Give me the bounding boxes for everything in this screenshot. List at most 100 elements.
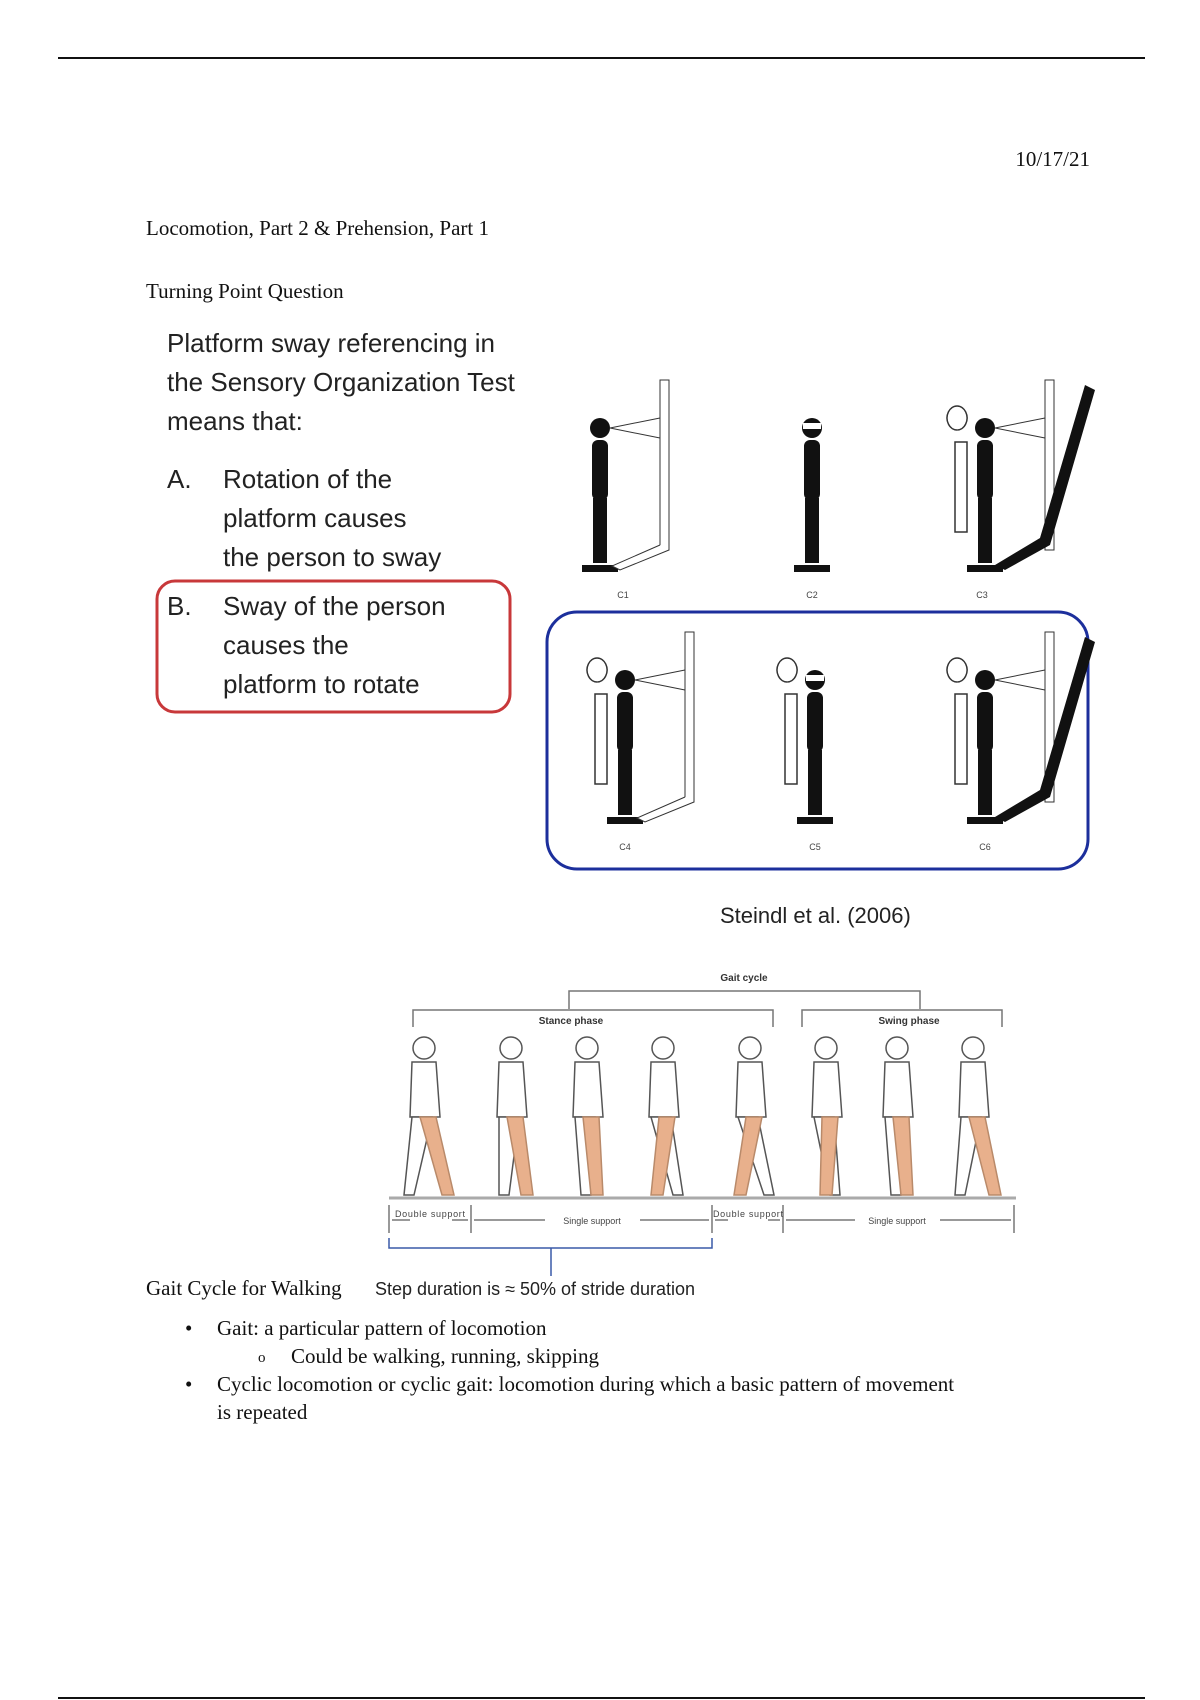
condition-label: C6 xyxy=(979,842,991,852)
walking-figure xyxy=(811,1036,843,1196)
support-label: Single support xyxy=(563,1216,621,1226)
blindfold-icon xyxy=(803,423,821,429)
gait-cycle-figure: Gait cycle Stance phase Swing phase Doub… xyxy=(375,973,1016,1299)
swing-bracket xyxy=(801,1009,1003,1027)
figure-head xyxy=(961,1036,985,1060)
figure-torso xyxy=(735,1061,767,1118)
condition-figure xyxy=(946,379,1095,572)
option-a-line: the person to sway xyxy=(223,542,441,572)
person-torso xyxy=(592,440,608,500)
visual-surround xyxy=(659,379,670,551)
visual-cone xyxy=(994,669,1046,691)
walking-figure xyxy=(733,1036,775,1196)
sway-referenced-group-box xyxy=(545,610,1090,871)
condition-label: C4 xyxy=(619,842,631,852)
condition-label: C3 xyxy=(976,590,988,600)
gait-cycle-label: Gait cycle xyxy=(720,973,768,984)
sub-bullet-icon: o xyxy=(258,1350,266,1366)
condition-label: C2 xyxy=(806,590,818,600)
walking-figure xyxy=(572,1036,604,1196)
figure-torso xyxy=(811,1061,843,1118)
option-b-line: Sway of the person xyxy=(223,591,446,621)
visual-surround xyxy=(1044,631,1055,803)
figure-highlighted-leg xyxy=(892,1116,914,1196)
stance-label: Stance phase xyxy=(539,1016,604,1027)
figure-torso xyxy=(496,1061,528,1118)
reference-silhouette xyxy=(776,657,798,785)
person-head xyxy=(975,418,995,438)
figure-head xyxy=(575,1036,599,1060)
question-slide: Platform sway referencing in the Sensory… xyxy=(155,328,1095,928)
support-label: Single support xyxy=(868,1216,926,1226)
option-b-letter: B. xyxy=(167,591,192,621)
option-b-line: causes the xyxy=(223,630,349,660)
platform xyxy=(794,565,830,572)
condition-figure xyxy=(794,418,830,572)
person-legs xyxy=(593,498,607,563)
person-torso xyxy=(804,440,820,500)
correct-answer-highlight xyxy=(155,579,512,714)
person-legs xyxy=(618,750,632,815)
option-a-line: Rotation of the xyxy=(223,464,392,494)
citation: Steindl et al. (2006) xyxy=(720,903,911,928)
condition-figure xyxy=(586,631,695,824)
person-head xyxy=(975,670,995,690)
visual-cone xyxy=(994,417,1046,439)
figure-highlighted-leg xyxy=(650,1116,676,1196)
sway-surround xyxy=(995,637,1095,822)
person-head xyxy=(590,418,610,438)
question-line: means that: xyxy=(167,406,303,436)
swing-label: Swing phase xyxy=(878,1016,940,1027)
figure-head xyxy=(412,1036,436,1060)
person-torso xyxy=(977,440,993,500)
figure-torso xyxy=(572,1061,604,1118)
condition-label: C5 xyxy=(809,842,821,852)
figure-head xyxy=(499,1036,523,1060)
sway-surround xyxy=(995,385,1095,570)
person-legs xyxy=(978,498,992,563)
top-rule xyxy=(58,57,1145,59)
step-bracket xyxy=(388,1238,713,1276)
figure-highlighted-leg xyxy=(506,1116,534,1196)
date: 10/17/21 xyxy=(1015,147,1090,171)
gait-cycle-bracket xyxy=(568,990,921,1009)
surround-arm xyxy=(610,544,670,571)
figure-head xyxy=(814,1036,838,1060)
bottom-rule xyxy=(58,1697,1145,1699)
page-title: Locomotion, Part 2 & Prehension, Part 1 xyxy=(146,216,489,240)
walking-figure xyxy=(648,1036,684,1196)
walking-figure xyxy=(954,1036,1002,1196)
reference-silhouette xyxy=(946,657,968,785)
person-legs xyxy=(805,498,819,563)
stance-bracket xyxy=(412,1009,774,1027)
blindfold-icon xyxy=(806,675,824,681)
sub-bullet-text: Could be walking, running, skipping xyxy=(291,1344,599,1368)
person-torso xyxy=(977,692,993,752)
person-legs xyxy=(808,750,822,815)
walking-figure xyxy=(403,1036,455,1196)
visual-surround xyxy=(684,631,695,803)
platform xyxy=(797,817,833,824)
bullet-text: is repeated xyxy=(217,1400,308,1424)
platform xyxy=(582,565,618,572)
person-legs xyxy=(978,750,992,815)
figure-head xyxy=(651,1036,675,1060)
option-a-line: platform causes xyxy=(223,503,407,533)
figure-torso xyxy=(882,1061,914,1118)
support-label: Double support xyxy=(395,1209,465,1219)
figure-highlighted-leg xyxy=(582,1116,604,1196)
figure-head xyxy=(738,1036,762,1060)
person-torso xyxy=(617,692,633,752)
person-head xyxy=(615,670,635,690)
bullet-icon: • xyxy=(185,1372,193,1396)
visual-cone xyxy=(634,669,686,691)
bullet-icon: • xyxy=(185,1316,193,1340)
figure-torso xyxy=(648,1061,680,1118)
bullet-text: Cyclic locomotion or cyclic gait: locomo… xyxy=(217,1372,955,1396)
figure-torso xyxy=(409,1061,441,1118)
walking-figure xyxy=(882,1036,914,1196)
visual-cone xyxy=(609,417,661,439)
figure-highlighted-leg xyxy=(968,1116,1002,1196)
